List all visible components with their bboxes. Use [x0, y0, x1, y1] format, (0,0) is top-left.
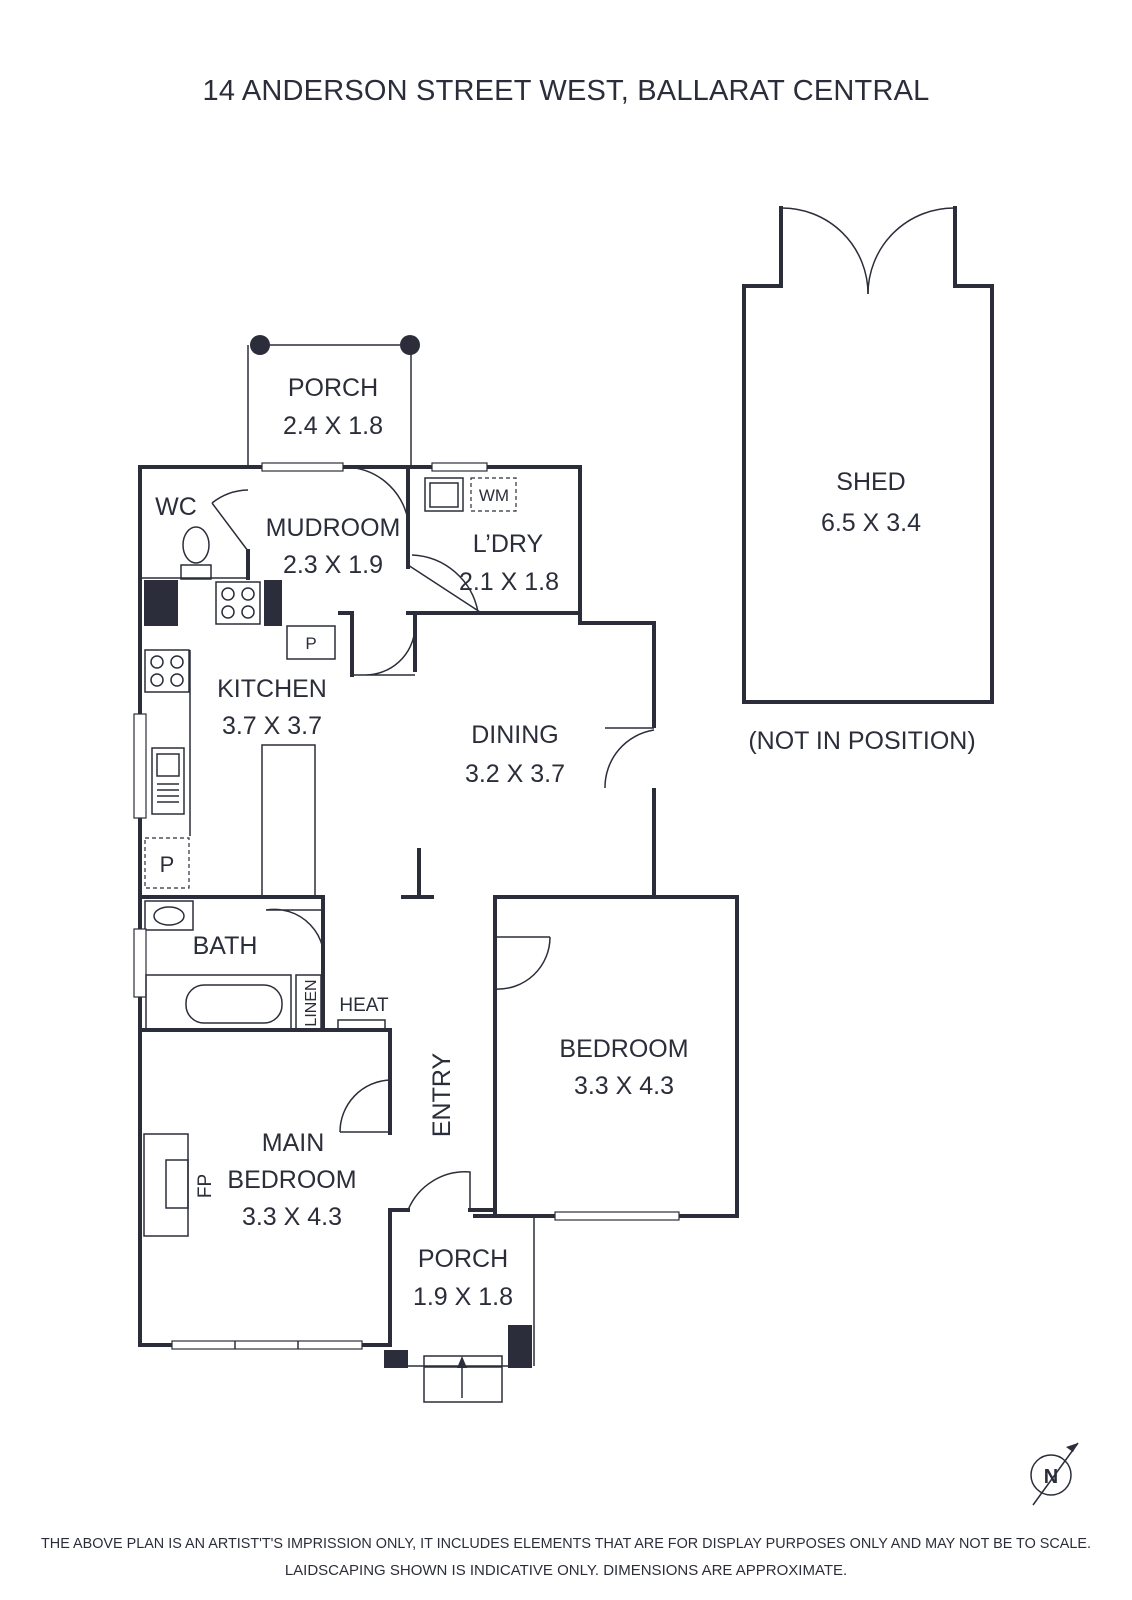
shed-label: SHED	[836, 468, 905, 496]
laundry-door	[407, 554, 481, 613]
bath-door	[265, 908, 325, 971]
bedroom-label: BEDROOM	[559, 1035, 688, 1063]
bedroom-dims: 3.3 X 4.3	[574, 1072, 674, 1100]
bathtub-icon	[145, 974, 292, 1031]
disclaimer-line-1: THE ABOVE PLAN IS AN ARTIST'T'S IMPRISSI…	[41, 1535, 1091, 1552]
bedroom-window	[554, 1211, 680, 1221]
porch-post-left	[384, 1350, 408, 1368]
rear-porch-label: PORCH	[288, 374, 378, 402]
wc-label: WC	[155, 493, 197, 521]
shed-note: (NOT IN POSITION)	[748, 727, 975, 755]
heat-label: HEAT	[339, 995, 389, 1016]
stove-icon	[144, 649, 190, 693]
front-porch-dims: 1.9 X 1.8	[413, 1283, 513, 1311]
sink-icon	[151, 747, 185, 815]
linen-label: LINEN	[303, 979, 320, 1026]
kitchen-dims: 3.7 X 3.7	[222, 712, 322, 740]
bath-window	[133, 928, 147, 998]
kitchen-window	[133, 713, 147, 819]
fp-label: FP	[195, 1174, 216, 1198]
mudroom-dims: 2.3 X 1.9	[283, 551, 383, 579]
pantry-top-box	[286, 625, 336, 660]
laundry-window	[431, 462, 488, 472]
plan-title: 14 ANDERSON STREET WEST, BALLARAT CENTRA…	[203, 75, 930, 107]
dining-east-door	[604, 727, 660, 789]
entry-door	[407, 1171, 471, 1211]
linen-cupboard	[295, 974, 322, 1031]
heater-box	[337, 1019, 386, 1031]
wall-block-kitchen-right	[264, 580, 282, 626]
disclaimer-line-2: LAIDSCAPING SHOWN IS INDICATIVE ONLY. DI…	[285, 1562, 847, 1579]
pantry-bottom-box	[144, 837, 190, 889]
laundry-label: L’DRY	[473, 530, 544, 558]
mudroom-window	[261, 462, 344, 472]
main-bedroom-label-2: BEDROOM	[227, 1166, 356, 1194]
entrance-arrow-icon	[457, 1356, 467, 1398]
main-bedroom-label-1: MAIN	[262, 1129, 325, 1157]
wc-door	[211, 489, 249, 552]
kitchen-label: KITCHEN	[217, 675, 327, 703]
washing-machine-icon	[470, 477, 517, 512]
bedroom-door	[494, 936, 551, 990]
dining-label: DINING	[471, 721, 559, 749]
north-label: N	[1044, 1466, 1058, 1488]
kitchen-door	[352, 628, 416, 676]
cooktop-icon	[215, 581, 261, 625]
kitchen-island	[261, 744, 316, 898]
laundry-tub-icon	[424, 477, 464, 512]
interior-walls	[138, 465, 656, 1366]
entry-label: ENTRY	[428, 1053, 456, 1138]
wall-block-kitchen-left	[144, 580, 178, 626]
dining-dims: 3.2 X 3.7	[465, 760, 565, 788]
mudroom-label: MUDROOM	[266, 514, 401, 542]
front-porch-label: PORCH	[418, 1245, 508, 1273]
wm-label: WM	[479, 486, 509, 505]
main-bedroom-door	[339, 1079, 391, 1133]
porch-post-right	[508, 1325, 532, 1368]
shed-dims: 6.5 X 3.4	[821, 509, 921, 537]
mudroom-door	[342, 466, 409, 521]
rear-porch-outline	[247, 335, 420, 467]
main-bedroom-window	[171, 1340, 363, 1350]
basin-icon	[144, 900, 194, 931]
shed-outline	[742, 206, 994, 704]
bath-label: BATH	[193, 932, 258, 960]
pantry-top-label: P	[305, 634, 316, 653]
rear-porch-dims: 2.4 X 1.8	[283, 412, 383, 440]
pantry-bottom-label: P	[160, 852, 175, 877]
laundry-dims: 2.1 X 1.8	[459, 568, 559, 596]
fireplace-hearth	[165, 1159, 189, 1209]
toilet-icon	[180, 526, 212, 580]
main-bedroom-dims: 3.3 X 4.3	[242, 1203, 342, 1231]
north-compass	[1030, 1442, 1079, 1506]
